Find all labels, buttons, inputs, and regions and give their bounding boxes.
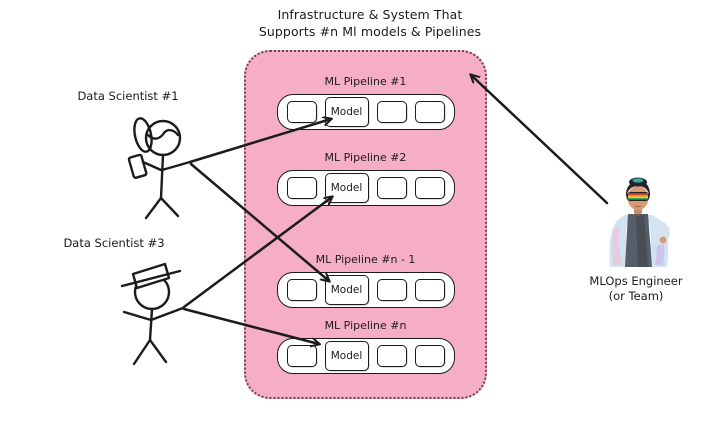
- shirt-shadow: [636, 215, 648, 267]
- pipeline-stage-box: [286, 101, 317, 123]
- pipeline-stage-box: [286, 279, 317, 301]
- mlops-label-line-1: MLOps Engineer: [589, 274, 683, 288]
- left-leg: [144, 196, 163, 220]
- jacket-sheen-1: [612, 227, 622, 265]
- pipeline-1-track: Model: [276, 94, 455, 130]
- title-line-1: Infrastructure & System That: [277, 7, 463, 22]
- right-leg: [148, 338, 168, 364]
- left-arm: [122, 310, 153, 322]
- pipeline-n-label: ML Pipeline #n: [324, 319, 407, 332]
- pipeline-n-track: Model: [276, 338, 455, 374]
- pipeline-1-label: ML Pipeline #1: [324, 75, 407, 88]
- mlops-engineer-label: MLOps Engineer (or Team): [570, 274, 702, 304]
- pipeline-stage-box: [414, 177, 445, 199]
- pipeline-stage-box: [376, 177, 407, 199]
- ponytail: [133, 117, 153, 153]
- mlops-engineer-avatar: [609, 177, 670, 267]
- hat-brim: [120, 269, 182, 288]
- pipeline-n-minus-1: ML Pipeline #n - 1 Model: [246, 252, 485, 308]
- pipeline-stage-box: [376, 101, 407, 123]
- pipeline-stage-box: [376, 345, 407, 367]
- pipeline-stage-box: [414, 345, 445, 367]
- model-box: Model: [324, 275, 369, 305]
- pipeline-2-label: ML Pipeline #2: [324, 151, 407, 164]
- pipeline-stage-box: [286, 345, 317, 367]
- pipeline-n: ML Pipeline #n Model: [246, 318, 485, 374]
- hair-wave: [146, 128, 180, 140]
- badge: [127, 153, 148, 179]
- body: [159, 153, 165, 200]
- left-arm: [141, 160, 163, 172]
- data-scientist-1-label: Data Scientist #1: [77, 89, 179, 103]
- hair-streak: [632, 178, 644, 183]
- data-scientist-1-figure: [127, 117, 192, 220]
- model-box: Model: [324, 173, 369, 203]
- right-arm: [149, 306, 185, 322]
- mlops-label-line-2: (or Team): [608, 289, 664, 303]
- left-leg: [132, 338, 152, 366]
- infrastructure-container: ML Pipeline #1 Model ML Pipeline #2 Mode…: [244, 50, 487, 399]
- data-scientist-3-label: Data Scientist #3: [63, 236, 165, 250]
- pipeline-stage-box: [414, 101, 445, 123]
- right-leg: [159, 196, 180, 218]
- title-line-2: Supports #n Ml models & Pipelines: [258, 24, 482, 39]
- pipeline-stage-box: [414, 279, 445, 301]
- body: [148, 307, 154, 342]
- pipeline-n-minus-1-track: Model: [276, 272, 455, 308]
- pipeline-stage-box: [376, 279, 407, 301]
- arrow-mlops-to-infrastructure: [471, 75, 609, 205]
- right-arm: [160, 160, 192, 172]
- hand: [659, 236, 667, 244]
- data-scientist-3-figure: [120, 262, 185, 366]
- mouth: [634, 205, 642, 208]
- model-box: Model: [324, 341, 369, 371]
- model-box: Model: [324, 97, 369, 127]
- pipeline-n-minus-1-label: ML Pipeline #n - 1: [315, 253, 416, 266]
- pipeline-2: ML Pipeline #2 Model: [246, 150, 485, 206]
- pipeline-stage-box: [286, 177, 317, 199]
- diagram-title: Infrastructure & System That Supports #n…: [230, 6, 510, 40]
- pipeline-1: ML Pipeline #1 Model: [246, 74, 485, 130]
- rainbow-glasses: [626, 192, 650, 201]
- pipeline-2-track: Model: [276, 170, 455, 206]
